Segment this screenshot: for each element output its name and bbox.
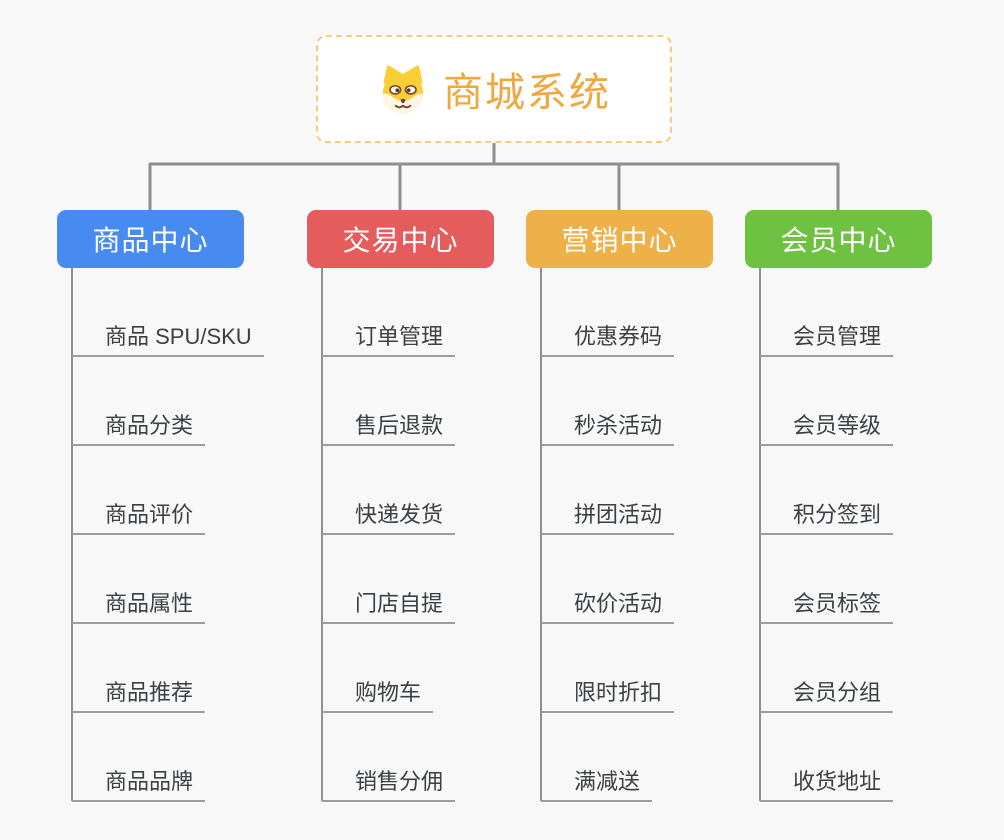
leaf-node[interactable]: 会员标签 (760, 589, 894, 624)
leaf-node[interactable]: 满减送 (541, 767, 653, 802)
leaf-node[interactable]: 会员等级 (760, 411, 894, 446)
leaf-node[interactable]: 商品评价 (72, 500, 206, 535)
leaf-node[interactable]: 销售分佣 (322, 767, 456, 802)
root-title: 商城系统 (443, 71, 611, 115)
leaf-node[interactable]: 优惠券码 (541, 322, 675, 357)
leaf-node[interactable]: 门店自提 (322, 589, 456, 624)
leaf-node[interactable]: 收货地址 (760, 767, 894, 802)
leaf-node[interactable]: 会员分组 (760, 678, 894, 713)
leaf-node[interactable]: 商品分类 (72, 411, 206, 446)
root-node[interactable]: 商城系统 (316, 35, 672, 143)
leaf-node[interactable]: 商品 SPU/SKU (72, 322, 264, 357)
shiba-dog-icon (377, 63, 429, 115)
leaf-node[interactable]: 商品属性 (72, 589, 206, 624)
leaf-node[interactable]: 购物车 (322, 678, 434, 713)
branch-node-marketing-center[interactable]: 营销中心 (526, 210, 713, 268)
leaf-node[interactable]: 会员管理 (760, 322, 894, 357)
leaf-node[interactable]: 订单管理 (322, 322, 456, 357)
branch-node-trade-center[interactable]: 交易中心 (307, 210, 494, 268)
branch-node-member-center[interactable]: 会员中心 (745, 210, 932, 268)
leaf-node[interactable]: 商品品牌 (72, 767, 206, 802)
leaf-node[interactable]: 限时折扣 (541, 678, 675, 713)
leaf-node[interactable]: 秒杀活动 (541, 411, 675, 446)
leaf-node[interactable]: 快递发货 (322, 500, 456, 535)
leaf-node[interactable]: 拼团活动 (541, 500, 675, 535)
leaf-node[interactable]: 积分签到 (760, 500, 894, 535)
leaf-node[interactable]: 砍价活动 (541, 589, 675, 624)
leaf-node[interactable]: 商品推荐 (72, 678, 206, 713)
branch-node-product-center[interactable]: 商品中心 (57, 210, 244, 268)
leaf-node[interactable]: 售后退款 (322, 411, 456, 446)
